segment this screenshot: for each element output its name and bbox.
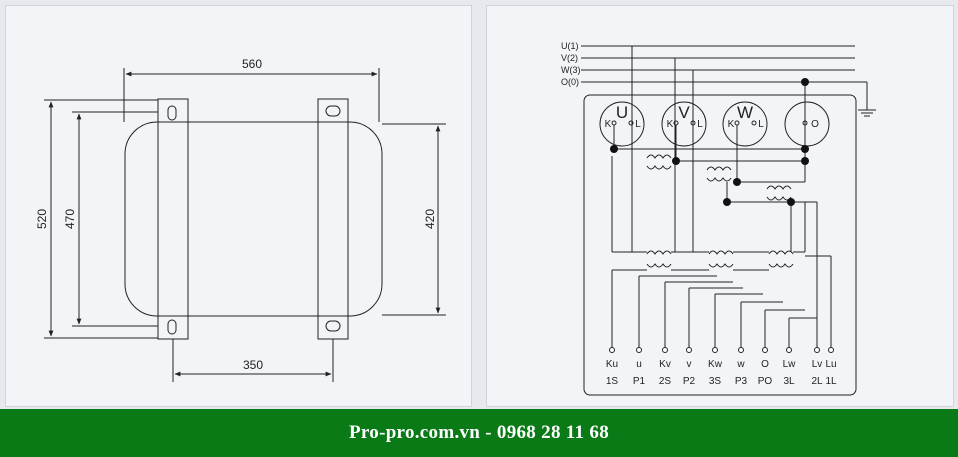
junction-dot — [723, 198, 731, 206]
meter-u-k: K — [605, 119, 612, 130]
right-top-slot — [325, 105, 341, 117]
wiring-diagram: U(1) V(2) W(3) O(0) U V W K L K L K L O … — [561, 41, 876, 396]
wiring-enclosure — [583, 94, 857, 396]
terminal-point — [609, 347, 615, 353]
junction-dot — [787, 198, 795, 206]
terminal-bottom-label: 1S — [606, 376, 619, 387]
meter-w-k: K — [728, 119, 735, 130]
left-bottom-slot — [167, 319, 177, 335]
terminal-point — [662, 347, 668, 353]
terminal-bottom-label: P2 — [683, 376, 696, 387]
terminal-point — [814, 347, 820, 353]
terminal-top-label: v — [687, 359, 692, 370]
terminal-bottom-label: 3S — [709, 376, 722, 387]
bus-label-v: V(2) — [561, 53, 578, 63]
meter-u-letter: U — [616, 103, 628, 122]
footer-bar: Pro-pro.com.vn - 0968 28 11 68 — [0, 409, 958, 457]
dimension-drawing-panel: 560 350 520 470 420 — [5, 5, 472, 407]
terminal-bottom-label: P3 — [735, 376, 748, 387]
terminal-bottom-label: 2S — [659, 376, 672, 387]
terminal-point — [686, 347, 692, 353]
terminal-bottom-label: 3L — [783, 376, 795, 387]
bus-label-w: W(3) — [561, 65, 581, 75]
right-mounting-bracket — [317, 98, 349, 340]
meter-v-k: K — [667, 119, 674, 130]
terminal-point — [636, 347, 642, 353]
dimension-560-label: 560 — [242, 57, 262, 71]
junction-dot — [733, 178, 741, 186]
wiring-diagram-panel: U(1) V(2) W(3) O(0) U V W K L K L K L O … — [486, 5, 954, 407]
dimension-520-label: 520 — [35, 209, 49, 229]
footer-contact-text: Pro-pro.com.vn - 0968 28 11 68 — [348, 422, 610, 443]
meter-v-letter: V — [678, 103, 690, 122]
meter-u-l: L — [635, 119, 641, 130]
meter-o-label: O — [811, 119, 819, 130]
terminal-point — [712, 347, 718, 353]
junction-dot — [801, 78, 809, 86]
terminal-top-label: w — [736, 359, 745, 370]
terminal-bottom-label: 1L — [825, 376, 837, 387]
terminal-point — [828, 347, 834, 353]
terminal-top-label: Ku — [606, 359, 618, 370]
meter-u — [599, 101, 645, 147]
terminal-point — [738, 347, 744, 353]
meter-w-l: L — [758, 119, 764, 130]
meter-w — [722, 101, 768, 147]
meter-v — [661, 101, 707, 147]
junction-dot — [672, 157, 680, 165]
terminal-point — [786, 347, 792, 353]
bus-label-o: O(0) — [561, 77, 579, 87]
terminal-top-label: Lv — [812, 359, 823, 370]
left-mounting-bracket — [157, 98, 189, 340]
terminal-top-label: Lu — [825, 359, 836, 370]
dimension-drawing: 560 350 520 470 420 — [35, 57, 446, 382]
enclosure-body — [124, 121, 383, 317]
bus-label-u: U(1) — [561, 41, 579, 51]
junction-dot — [610, 145, 618, 153]
meter-w-letter: W — [737, 103, 753, 122]
terminal-point — [762, 347, 768, 353]
terminal-top-label: Kw — [708, 359, 723, 370]
meter-v-l: L — [697, 119, 703, 130]
junction-dot — [801, 145, 809, 153]
right-bottom-slot — [325, 320, 341, 332]
dimension-470-label: 470 — [63, 209, 77, 229]
junction-dot — [801, 157, 809, 165]
dimension-420-label: 420 — [423, 209, 437, 229]
terminal-top-label: Kv — [659, 359, 671, 370]
dimension-350-label: 350 — [243, 358, 263, 372]
terminal-top-label: Lw — [783, 359, 797, 370]
terminal-top-label: u — [636, 359, 642, 370]
terminal-bottom-label: 2L — [811, 376, 823, 387]
terminal-top-label: O — [761, 359, 769, 370]
left-top-slot — [167, 105, 177, 121]
terminal-bottom-label: P1 — [633, 376, 646, 387]
terminal-bottom-label: PO — [758, 376, 773, 387]
